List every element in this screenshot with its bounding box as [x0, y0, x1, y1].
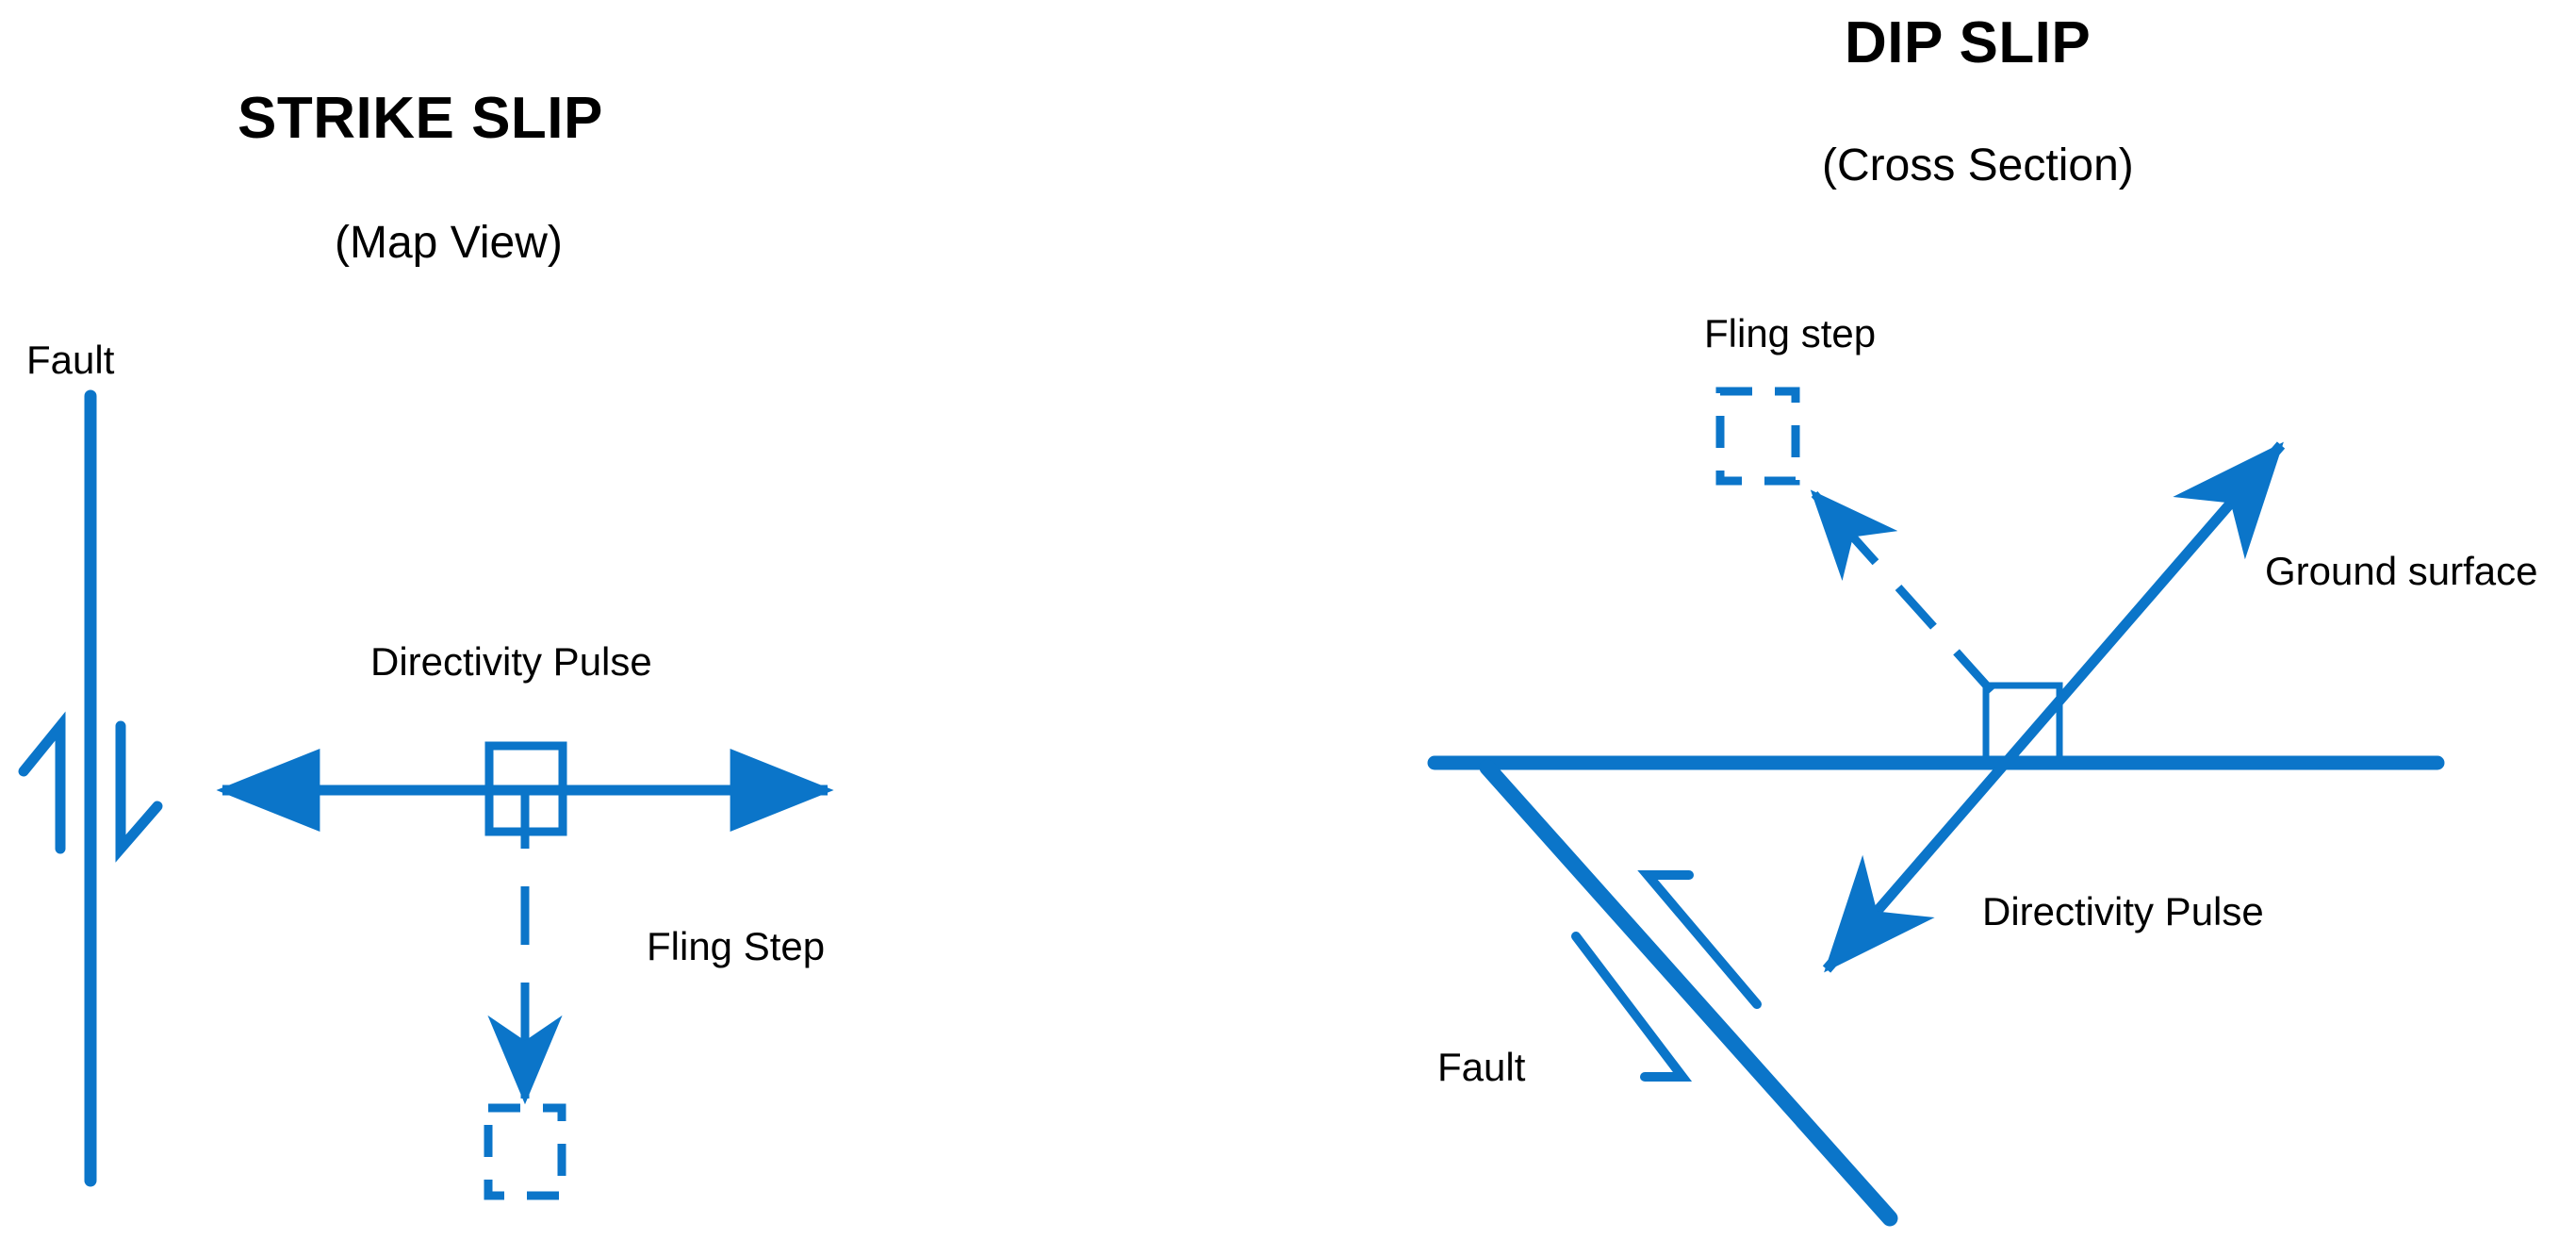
- dip-slip-directivity-pulse-label: Directivity Pulse: [1982, 889, 2264, 933]
- strike-slip-directivity-pulse-label: Directivity Pulse: [370, 639, 652, 684]
- strike-slip-arrow-east: [115, 720, 163, 863]
- strike-slip-fault-label: Fault: [26, 338, 115, 382]
- strike-slip-title: STRIKE SLIP: [238, 86, 603, 151]
- dip-slip-arrow-hanging-wall: [1637, 870, 1762, 1009]
- strike-slip-arrow-west: [18, 711, 66, 854]
- dip-slip-arrow-foot-wall: [1571, 932, 1693, 1082]
- strike-slip-displaced-box: [484, 1103, 566, 1200]
- dip-slip-title: DIP SLIP: [1845, 10, 2092, 75]
- dip-slip-station-box: [1982, 682, 2063, 767]
- dip-slip-fling-dashed-path: [1810, 489, 1995, 695]
- dip-slip-fault-label: Fault: [1437, 1045, 1526, 1089]
- strike-slip-graphics: [18, 389, 834, 1200]
- dip-slip-fling-step-label: Fling step: [1704, 311, 1877, 355]
- dip-slip-displaced-box: [1715, 387, 1800, 486]
- strike-slip-subtitle: (Map View): [335, 218, 563, 268]
- dip-slip-subtitle: (Cross Section): [1822, 140, 2134, 190]
- dip-slip-graphics: [1427, 387, 2445, 1227]
- dip-slip-ground-surface-label: Ground surface: [2265, 549, 2538, 593]
- strike-slip-fling-step-label: Fling Step: [647, 924, 826, 968]
- dip-slip-fault-line: [1479, 759, 1898, 1227]
- dip-slip-directivity-arrow: [1822, 441, 2286, 973]
